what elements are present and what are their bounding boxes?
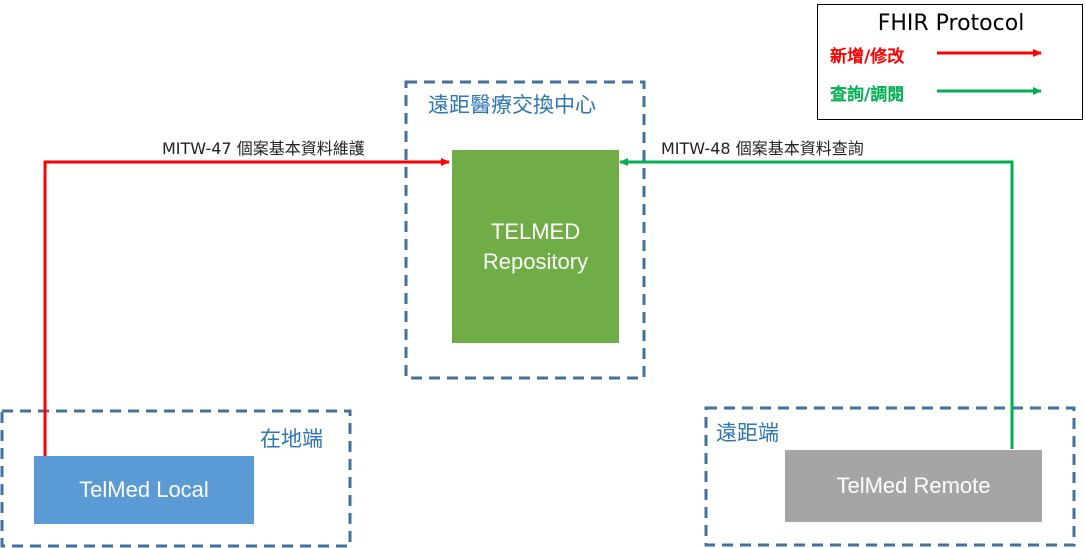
mitw47-label: MITW-47 個案基本資料維護	[162, 139, 365, 158]
local-group-title: 在地端	[260, 427, 323, 451]
mitw48-connector	[619, 158, 1014, 449]
remote-group-title: 遠距端	[716, 421, 779, 445]
repository-label-line2: Repository	[482, 248, 589, 274]
center-group-box	[404, 80, 646, 380]
legend-box: FHIR Protocol 新增/修改 查詢/調閱	[817, 4, 1083, 120]
repository-node: TELMED Repository	[452, 150, 619, 343]
telmed-remote-label: TelMed Remote	[836, 473, 991, 498]
mitw47-connector	[43, 158, 450, 457]
legend-title: FHIR Protocol	[877, 11, 1025, 36]
repository-label-line1: TELMED	[490, 218, 581, 244]
telmed-remote-node: TelMed Remote	[785, 450, 1042, 522]
telmed-local-node: TelMed Local	[34, 456, 254, 524]
mitw48-label: MITW-48 個案基本資料查詢	[661, 139, 864, 158]
legend-label-create-update: 新增/修改	[830, 47, 905, 67]
legend-label-query-retrieve: 查詢/調閱	[830, 85, 905, 105]
center-group-title: 遠距醫療交換中心	[428, 93, 596, 117]
local-group-box	[0, 409, 352, 548]
remote-group-box	[704, 406, 1076, 547]
telmed-local-label: TelMed Local	[79, 477, 209, 502]
